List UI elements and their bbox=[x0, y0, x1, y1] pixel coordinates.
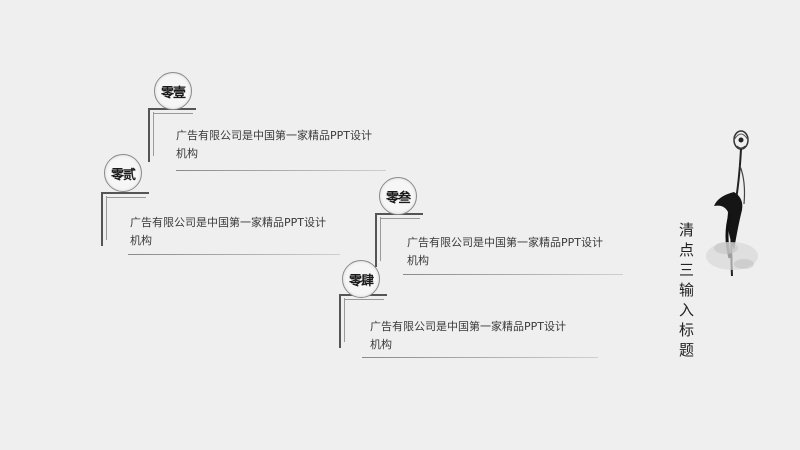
step-underline-2 bbox=[128, 254, 340, 255]
step-underline-3 bbox=[403, 274, 623, 275]
bracket-vertical-line bbox=[148, 108, 150, 162]
bracket-vertical-line-inner bbox=[106, 196, 107, 240]
bracket-top-line-inner bbox=[153, 113, 193, 114]
bracket-vertical-line-inner bbox=[344, 298, 345, 342]
step-underline-1 bbox=[176, 170, 386, 171]
bracket-vertical-line-inner bbox=[153, 112, 154, 156]
step-description-2: 广告有限公司是中国第一家精品PPT设计 机构 bbox=[130, 216, 326, 247]
ink-lotus-flower-icon bbox=[704, 126, 760, 290]
bracket-vertical-line bbox=[339, 294, 341, 348]
step-description-1: 广告有限公司是中国第一家精品PPT设计 机构 bbox=[176, 129, 372, 160]
bracket-top-line-inner bbox=[106, 197, 146, 198]
step-badge-3: 零叁 bbox=[379, 177, 417, 215]
side-title: 清点三输入标题 bbox=[677, 222, 695, 362]
bracket-top-line bbox=[101, 192, 149, 194]
bracket-top-line-inner bbox=[344, 299, 384, 300]
bracket-vertical-line bbox=[375, 213, 377, 267]
step-badge-2: 零贰 bbox=[104, 154, 142, 192]
step-underline-4 bbox=[362, 357, 598, 358]
bracket-vertical-line bbox=[101, 192, 103, 246]
bracket-top-line-inner bbox=[380, 218, 420, 219]
step-description-3: 广告有限公司是中国第一家精品PPT设计 机构 bbox=[407, 236, 603, 267]
step-badge-4: 零肆 bbox=[342, 260, 380, 298]
step-badge-1: 零壹 bbox=[154, 72, 192, 110]
step-description-4: 广告有限公司是中国第一家精品PPT设计 机构 bbox=[370, 320, 566, 351]
bracket-vertical-line-inner bbox=[380, 217, 381, 261]
